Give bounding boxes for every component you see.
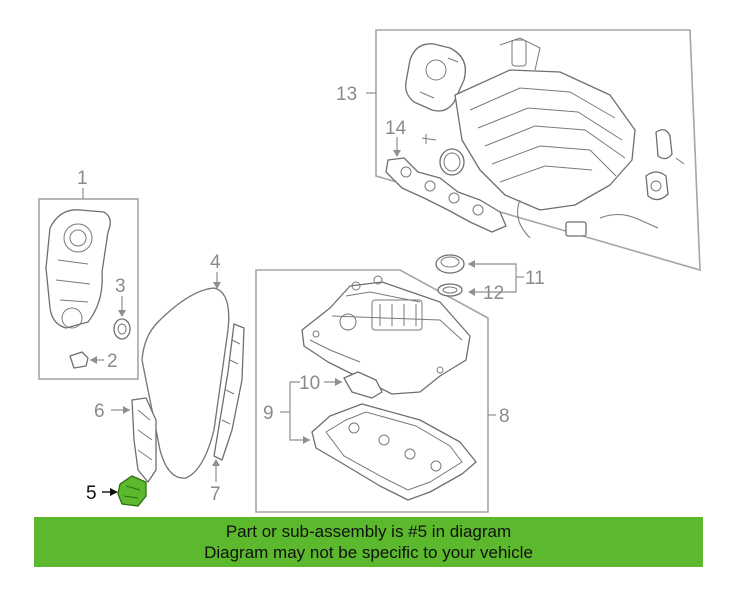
callout-3[interactable]: 3 bbox=[115, 276, 126, 297]
chain-guide-group: 7 bbox=[210, 323, 245, 505]
tensioner-arm bbox=[131, 397, 157, 483]
info-banner: Part or sub-assembly is #5 in diagram Di… bbox=[34, 517, 703, 567]
callout-1[interactable]: 1 bbox=[77, 168, 88, 189]
chain-tensioner-highlighted[interactable] bbox=[117, 475, 147, 507]
oil-filler-cap bbox=[435, 254, 465, 274]
valve-cover-gasket bbox=[311, 403, 477, 501]
callout-11[interactable]: 11 bbox=[525, 268, 545, 289]
throttle-body bbox=[405, 43, 467, 112]
intake-manifold-group: 13 14 bbox=[336, 29, 701, 272]
callout-2[interactable]: 2 bbox=[107, 351, 118, 372]
intake-manifold bbox=[454, 69, 636, 211]
crank-seal bbox=[113, 318, 131, 340]
callout-13[interactable]: 13 bbox=[336, 84, 357, 105]
valve-cover-group: 8 10 9 bbox=[255, 269, 510, 513]
timing-cover-group: 1 3 2 bbox=[38, 168, 139, 380]
banner-line-1: Part or sub-assembly is #5 in diagram bbox=[225, 522, 512, 541]
intake-manifold-frame bbox=[375, 29, 701, 272]
valve-cover bbox=[301, 281, 471, 395]
callout-14[interactable]: 14 bbox=[385, 118, 407, 139]
timing-chain-group: 4 bbox=[141, 252, 230, 479]
manifold-gasket bbox=[385, 157, 507, 233]
callout-6[interactable]: 6 bbox=[94, 401, 105, 422]
timing-cover bbox=[45, 209, 111, 329]
callout-12[interactable]: 12 bbox=[483, 283, 504, 304]
oil-filler-gasket bbox=[343, 371, 383, 399]
callout-9[interactable]: 9 bbox=[263, 403, 274, 424]
plug bbox=[69, 351, 89, 369]
callout-5[interactable]: 5 bbox=[86, 483, 97, 504]
callout-8[interactable]: 8 bbox=[499, 406, 510, 427]
callout-10[interactable]: 10 bbox=[299, 373, 320, 394]
parts-diagram: 13 14 bbox=[38, 29, 701, 513]
callout-7[interactable]: 7 bbox=[210, 484, 221, 505]
timing-cover-frame bbox=[38, 198, 139, 380]
oil-cap-seal bbox=[437, 283, 463, 297]
callout-4[interactable]: 4 bbox=[210, 252, 221, 273]
oil-cap-group: 11 12 bbox=[435, 254, 545, 304]
tensioner-arm-group: 6 bbox=[94, 397, 157, 483]
banner-line-2: Diagram may not be specific to your vehi… bbox=[204, 543, 533, 562]
tensioner-group: 5 bbox=[86, 475, 147, 507]
